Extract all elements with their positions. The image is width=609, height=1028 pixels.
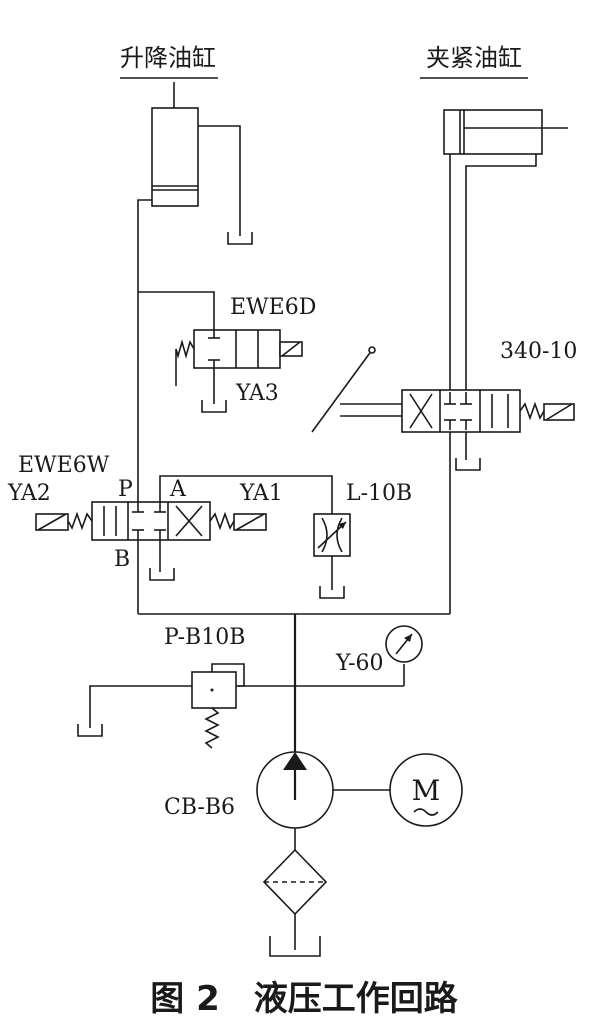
tank-icon [149,568,175,581]
label-cb-b6: CB-B6 [164,795,235,820]
label-ewe6w: EWE6W [18,453,110,478]
throttle-valve-l10b [313,513,351,590]
label-port-a: A [169,477,187,502]
label-y-60: Y-60 [335,651,384,676]
label-ya3: YA3 [235,381,279,406]
relief-valve-pb10b [89,663,245,749]
pump-icon [256,751,390,850]
lift-cylinder-title: 升降油缸 [120,44,216,72]
motor-icon: M [389,753,463,827]
tank-icon [269,936,321,957]
filter-icon [262,848,328,950]
lift-cylinder [137,82,241,292]
label-ya1: YA1 [239,481,283,506]
label-p-b10b: P-B10B [164,625,245,650]
label-ewe6d: EWE6D [230,295,316,320]
label-l-10b: L-10B [346,481,412,506]
tank-icon [227,232,253,245]
clamp-cylinder [443,109,568,392]
label-port-b: B [114,547,130,572]
tank-icon [77,724,103,737]
valve-340-10 [311,346,575,614]
figure-caption: 图 2 液压工作回路 [150,979,458,1019]
valve-ewe6d [138,291,303,404]
pressure-gauge-icon [385,625,423,663]
motor-label: M [412,774,441,807]
tank-icon [319,586,345,599]
tank-icon [201,400,227,413]
clamp-cylinder-title: 夹紧油缸 [426,44,522,72]
label-340-10: 340-10 [500,339,577,364]
valve-ewe6w [35,292,333,614]
label-ya2: YA2 [7,481,51,506]
tank-icon [455,458,481,471]
label-port-p: P [118,477,133,502]
main-pressure-line [138,613,450,760]
